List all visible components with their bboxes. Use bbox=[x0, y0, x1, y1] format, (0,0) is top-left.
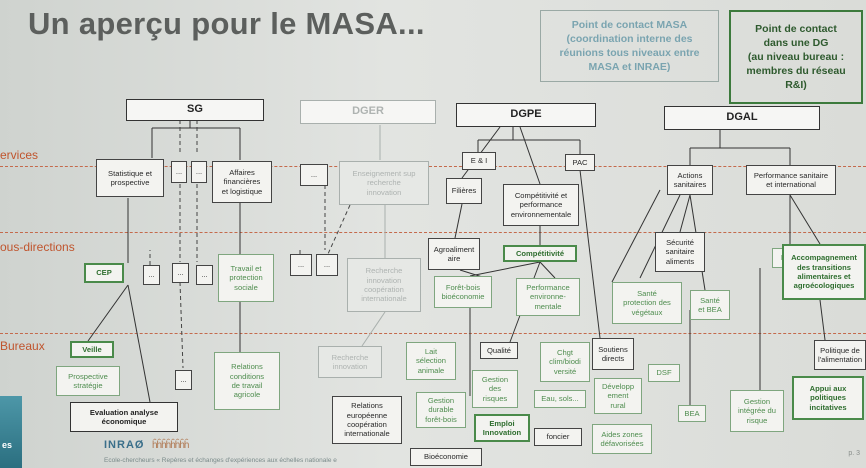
node-ellipsis: ... bbox=[191, 161, 207, 183]
node-sante-vegetaux: Santé protection des végétaux bbox=[612, 282, 682, 324]
node-qualite: Qualité bbox=[480, 342, 518, 359]
label-bureaux: Bureaux bbox=[0, 339, 45, 353]
label-services: ervices bbox=[0, 148, 39, 162]
node-ellipsis: ... bbox=[316, 254, 338, 276]
node-bioeconomie: Bioéconomie bbox=[410, 448, 482, 466]
node-pac: PAC bbox=[565, 154, 595, 171]
node-ellipsis: ... bbox=[290, 254, 312, 276]
node-emploi-innovation: Emploi Innovation bbox=[474, 414, 530, 442]
node-veille: Veille bbox=[70, 341, 114, 358]
node-travail-protection: Travail et protection sociale bbox=[218, 254, 274, 302]
node-ellipsis: ... bbox=[172, 263, 189, 283]
node-performance-environnementale: Performance environne- mentale bbox=[516, 278, 580, 316]
footer-left-text: es bbox=[2, 440, 13, 450]
slide-title: Un aperçu pour le MASA... bbox=[28, 6, 425, 41]
node-eau-sols: Eau, sols... bbox=[534, 390, 586, 408]
node-ellipsis: ... bbox=[143, 265, 160, 285]
label-sous-directions: ous-directions bbox=[0, 240, 75, 254]
directorate-dgal: DGAL bbox=[664, 106, 820, 130]
node-performance-sanitaire: Performance sanitaire et international bbox=[746, 165, 836, 195]
node-politique-alimentation: Politique de l'alimentation bbox=[814, 340, 866, 370]
node-filieres: Filières bbox=[446, 178, 482, 204]
people-logo: ĥĥĥĥĥĥĥĥ bbox=[152, 440, 189, 451]
node-recherche-innovation: Recherche innovation bbox=[318, 346, 382, 378]
node-ellipsis: ... bbox=[171, 161, 187, 183]
node-statistique-prospective: Statistique et prospective bbox=[96, 159, 164, 197]
node-bea: BEA bbox=[678, 405, 706, 422]
node-gestion-risques: Gestion des risques bbox=[472, 370, 518, 408]
node-sante-bea: Santé et BEA bbox=[690, 290, 730, 320]
node-ellipsis: ... bbox=[300, 164, 328, 186]
node-e-et-i: E & I bbox=[462, 152, 496, 170]
node-ellipsis: ... bbox=[175, 370, 192, 390]
node-ellipsis: ... bbox=[196, 265, 213, 285]
node-enseignement-sup: Enseignement sup recherche innovation bbox=[339, 161, 429, 205]
node-securite-sanitaire: Sécurité sanitaire aliments bbox=[655, 232, 705, 272]
inrae-logo: INRAØ bbox=[104, 439, 145, 451]
node-competitivite-performance: Compétitivité et performance environneme… bbox=[503, 184, 579, 226]
node-cep: CEP bbox=[84, 263, 124, 283]
node-changement-climatique: Chgt clim/biodi versité bbox=[540, 342, 590, 382]
directorate-dger: DGER bbox=[300, 100, 436, 124]
node-foncier: foncier bbox=[534, 428, 582, 446]
node-relations-travail: Relations conditions de travail agricole bbox=[214, 352, 280, 410]
separator-services bbox=[0, 166, 866, 167]
node-affaires-financieres: Affaires financières et logistique bbox=[212, 161, 272, 203]
node-lait-selection: Lait sélection animale bbox=[406, 342, 456, 380]
node-foret-bois-bioeconomie: Forêt-bois bioéconomie bbox=[434, 276, 492, 308]
legend-contact-dg: Point de contact dans une DG (au niveau … bbox=[729, 10, 863, 104]
separator-bureaux bbox=[0, 333, 866, 334]
node-aides-zones: Aides zones défavorisées bbox=[592, 424, 652, 454]
node-evaluation-analyse: Evaluation analyse économique bbox=[70, 402, 178, 432]
node-gestion-integree: Gestion intégrée du risque bbox=[730, 390, 784, 432]
node-prospective-strategie: Prospective stratégie bbox=[56, 366, 120, 396]
legend-contact-masa: Point de contact MASA (coordination inte… bbox=[540, 10, 719, 82]
page-number: p. 3 bbox=[848, 450, 860, 457]
node-developpement-rural: Développ ement rural bbox=[594, 378, 642, 414]
node-accompagnement: Accompagnement des transitions alimentai… bbox=[782, 244, 866, 300]
node-recherche-cooperation: Recherche innovation coopération interna… bbox=[347, 258, 421, 312]
directorate-sg: SG bbox=[126, 99, 264, 121]
node-appui-politiques: Appui aux politiques incitatives bbox=[792, 376, 864, 420]
directorate-dgpe: DGPE bbox=[456, 103, 596, 127]
separator-sous-directions bbox=[0, 232, 866, 233]
node-gestion-durable: Gestion durable forêt-bois bbox=[416, 392, 466, 428]
node-relations-europeenne: Relations européenne coopération interna… bbox=[332, 396, 402, 444]
node-dsf: DSF bbox=[648, 364, 680, 382]
node-agroalimentaire: Agroaliment aire bbox=[428, 238, 480, 270]
node-soutiens-directs: Soutiens directs bbox=[592, 338, 634, 370]
footer-caption: Ecole-chercheurs « Repères et échanges d… bbox=[104, 457, 337, 464]
footer-decoration bbox=[0, 396, 22, 468]
node-actions-sanitaires: Actions sanitaires bbox=[667, 165, 713, 195]
node-competitivite: Compétitivité bbox=[503, 245, 577, 262]
